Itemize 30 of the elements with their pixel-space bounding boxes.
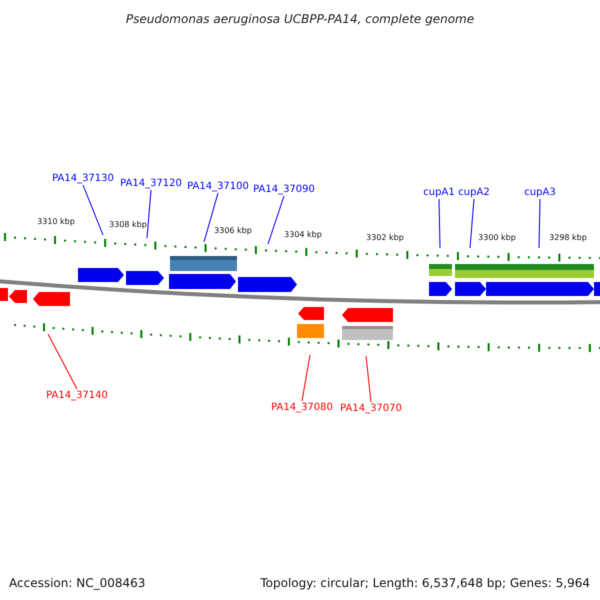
leader-line xyxy=(268,196,284,244)
leader-line xyxy=(538,198,540,248)
gene-label: PA14_37090 xyxy=(253,183,315,196)
leader-line xyxy=(48,334,78,390)
scale-label: 3300 kbp xyxy=(478,232,516,244)
leader-line xyxy=(146,190,152,238)
gene-label: cupA1 xyxy=(423,186,455,199)
gene-label: cupA2 xyxy=(458,186,490,199)
gene-label: PA14_37100 xyxy=(187,180,249,193)
leader-line xyxy=(82,184,104,236)
scale-label: 3298 kbp xyxy=(549,232,587,244)
scale-label: 3302 kbp xyxy=(366,232,404,244)
diagram-title: Pseudomonas aeruginosa UCBPP-PA14, complete genome xyxy=(124,11,476,28)
leader-line xyxy=(302,354,310,402)
footer-text: Topology: circular; Length: 6,537,648 bp; Genes: 5,964 xyxy=(260,575,590,592)
gene-label: cupA3 xyxy=(524,186,556,199)
gene-label: PA14_37070 xyxy=(340,402,402,415)
scale-label: 3306 kbp xyxy=(214,225,252,237)
gene-label: PA14_37120 xyxy=(120,177,182,190)
gene-label: PA14_37080 xyxy=(271,401,333,414)
scale-label: 3308 kbp xyxy=(109,219,147,231)
leader-line xyxy=(470,198,474,248)
scale-label: 3310 kbp xyxy=(37,216,75,228)
leader-line xyxy=(366,356,372,402)
gene-label: PA14_37140 xyxy=(46,389,108,402)
scale-label: 3304 kbp xyxy=(284,229,322,241)
leader-line xyxy=(204,192,218,242)
leader-line xyxy=(438,198,440,248)
footer-text: Accession: NC_008463 xyxy=(9,575,146,592)
gene-label: PA14_37130 xyxy=(52,172,114,185)
